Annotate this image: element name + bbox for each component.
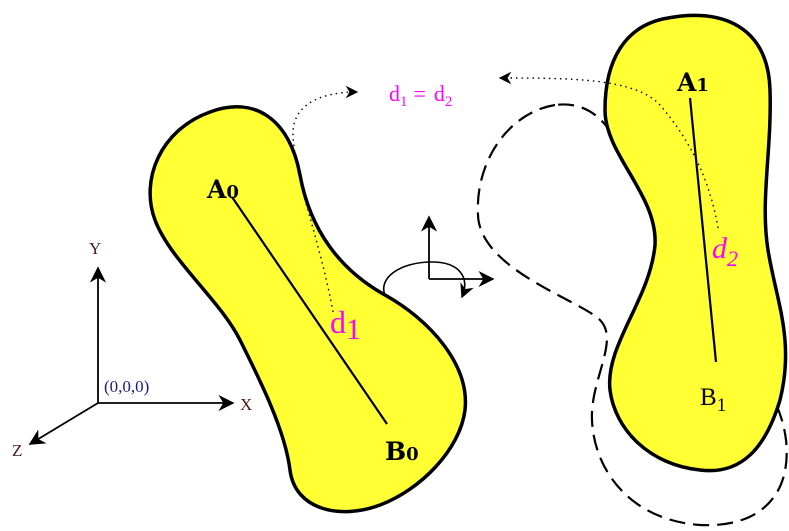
z-axis xyxy=(28,402,99,445)
point-a0-label: A0 xyxy=(206,175,239,204)
point-a1-label: A1 xyxy=(676,68,709,97)
origin-label: (0,0,0) xyxy=(104,377,149,396)
distance-equation: d1=d2 xyxy=(389,81,452,110)
body-initial: A0 B0 d1 xyxy=(148,105,468,514)
y-axis-label: Y xyxy=(89,239,101,258)
z-axis-label: Z xyxy=(12,441,22,460)
rotation-translation-icon xyxy=(382,215,495,299)
x-axis-label: X xyxy=(240,395,252,414)
leader-d1 xyxy=(292,85,359,313)
point-b1-label: B1 xyxy=(700,384,726,416)
leader-d2 xyxy=(498,71,719,229)
segment-a1-b1 xyxy=(688,97,718,363)
segment-a0-b0 xyxy=(231,196,388,425)
body-moved-shape xyxy=(603,13,788,473)
distance-d1-label: d1 xyxy=(330,304,361,346)
distance-d2-label: d2 xyxy=(712,232,738,271)
point-b0-label: B0 xyxy=(385,437,419,466)
coordinate-axes: Y X Z (0,0,0) xyxy=(12,239,252,460)
body-ghost-outline xyxy=(476,103,788,527)
body-moved: A1 B1 d2 xyxy=(603,13,788,473)
